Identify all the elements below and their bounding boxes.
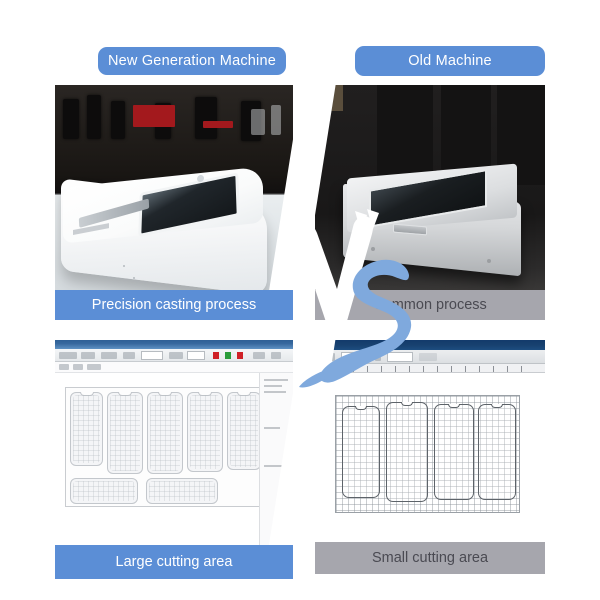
panel-row	[264, 465, 284, 467]
photo-old-machine	[315, 85, 545, 320]
cutting-software-window-large	[55, 340, 293, 572]
window-title-bar	[315, 340, 545, 350]
label-old-machine-text: Old Machine	[408, 53, 492, 69]
label-new-generation-machine-text: New Generation Machine	[107, 53, 276, 69]
phone-template[interactable]	[386, 402, 428, 502]
phone-notch	[448, 404, 460, 408]
background-product	[87, 95, 101, 139]
phone-template[interactable]	[107, 392, 143, 474]
caption-common-process: Common process	[315, 290, 545, 320]
toolbar-input[interactable]	[341, 352, 371, 362]
toolbar-input[interactable]	[141, 351, 163, 360]
background-product	[111, 101, 125, 139]
chevron-down-icon[interactable]	[375, 353, 381, 361]
phone-notch	[118, 392, 132, 396]
background-panel	[377, 85, 433, 177]
machine-screw	[123, 265, 125, 267]
caption-small-cutting-area: Small cutting area	[315, 542, 545, 574]
software-ruler	[315, 364, 545, 373]
phone-template[interactable]	[478, 404, 516, 500]
toolbar-control[interactable]	[81, 352, 95, 359]
new-machine-unit	[61, 166, 279, 296]
panel-row	[264, 427, 280, 429]
toolbar-control[interactable]	[253, 352, 265, 359]
machine-screw	[133, 277, 135, 279]
toolbar-input[interactable]	[187, 351, 205, 360]
label-new-generation-machine: New Generation Machine	[98, 47, 286, 75]
screenshot-large-cutting-area	[55, 340, 293, 572]
background-signage	[203, 121, 233, 128]
tablet-template[interactable]	[146, 478, 218, 504]
comparison-section-cutting-area	[55, 336, 545, 576]
phone-notch	[491, 404, 503, 408]
machine-view-window	[369, 169, 487, 228]
phone-notch	[79, 392, 94, 396]
caption-small-cutting-area-text: Small cutting area	[371, 550, 489, 566]
caption-precision-casting-process: Precision casting process	[55, 290, 293, 320]
toolbar-control[interactable]	[123, 352, 135, 359]
label-old-machine: Old Machine	[355, 46, 545, 76]
comparison-section-build-process	[55, 81, 545, 388]
old-machine-photo-content	[315, 85, 545, 320]
phone-template[interactable]	[147, 392, 183, 474]
background-panel	[441, 85, 491, 169]
toolbar-control[interactable]	[169, 352, 183, 359]
toolbar-button[interactable]	[387, 352, 413, 362]
phone-template[interactable]	[227, 392, 261, 470]
subbar-control[interactable]	[87, 364, 101, 370]
phone-template[interactable]	[342, 406, 380, 498]
new-machine-photo-content	[55, 85, 293, 320]
subbar-control[interactable]	[59, 364, 69, 370]
background-signage	[133, 105, 175, 127]
phone-notch	[158, 392, 172, 396]
cutting-sheet-large	[65, 387, 265, 507]
panel-row	[264, 391, 286, 393]
toolbar-control[interactable]	[271, 352, 281, 359]
caption-precision-casting-process-text: Precision casting process	[91, 297, 257, 313]
phone-notch	[198, 392, 212, 396]
software-toolbar	[315, 350, 545, 364]
window-title-bar	[55, 340, 293, 349]
caption-large-cutting-area: Large cutting area	[55, 545, 293, 579]
phone-notch	[237, 392, 251, 396]
panel-row	[264, 379, 288, 381]
cutting-sheet-small	[335, 395, 520, 513]
toolbar-color-red[interactable]	[213, 352, 219, 359]
background-highlight	[271, 105, 281, 135]
old-machine-unit	[343, 163, 525, 277]
machine-screw	[487, 259, 491, 263]
toolbar-control[interactable]	[101, 352, 117, 359]
phone-notch	[401, 402, 413, 406]
background-product	[63, 99, 79, 139]
screenshot-small-cutting-area	[315, 340, 545, 572]
phone-notch	[355, 406, 367, 410]
toolbar-control[interactable]	[59, 352, 77, 359]
phone-template[interactable]	[70, 392, 103, 466]
caption-large-cutting-area-text: Large cutting area	[115, 554, 233, 570]
toolbar-color-red[interactable]	[237, 352, 243, 359]
toolbar-control[interactable]	[419, 353, 437, 361]
phone-template[interactable]	[434, 404, 474, 500]
software-toolbar	[55, 349, 293, 362]
toolbar-color-green[interactable]	[225, 352, 231, 359]
photo-new-generation-machine	[55, 85, 293, 320]
background-highlight	[251, 109, 265, 135]
cutting-software-window-small	[315, 340, 545, 572]
panel-row	[264, 385, 282, 387]
phone-template[interactable]	[187, 392, 223, 472]
subbar-control[interactable]	[73, 364, 83, 370]
caption-common-process-text: Common process	[373, 297, 487, 313]
tablet-template[interactable]	[70, 478, 138, 504]
software-canvas-small[interactable]	[315, 373, 545, 546]
software-canvas-large[interactable]	[55, 373, 293, 550]
background-product	[195, 97, 217, 139]
software-secondary-bar	[55, 362, 293, 373]
machine-screw	[371, 247, 375, 251]
